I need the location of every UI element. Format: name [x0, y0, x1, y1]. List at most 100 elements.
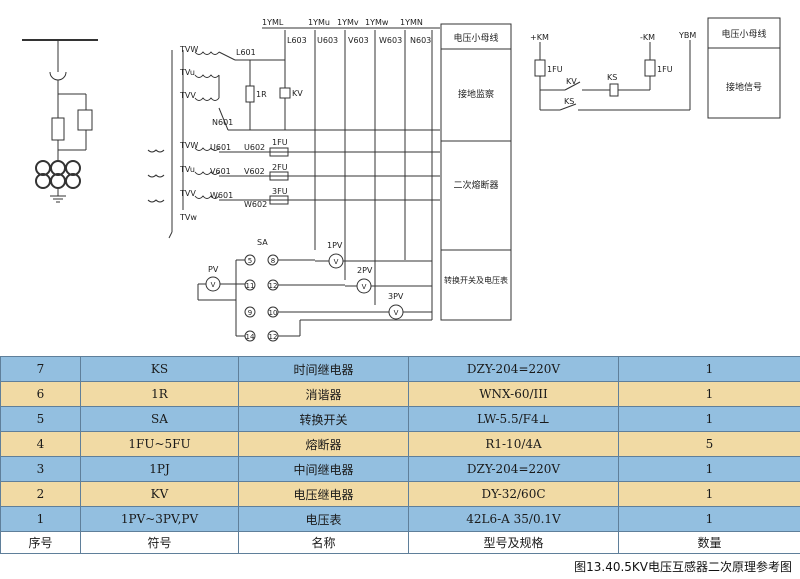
label-l601: L601 [236, 48, 256, 57]
row-number: 1 [0, 506, 81, 532]
table-header-row: 序号 符号 名称 型号及规格 数量 [0, 531, 800, 554]
row-number: 5 [0, 406, 81, 432]
label-ybm: YBM [678, 31, 696, 40]
row-name: 时间继电器 [238, 356, 409, 382]
label-relay-ks: KS [607, 73, 617, 82]
row-name: 电压继电器 [238, 481, 409, 507]
box1-cell-3: 二次熔断器 [453, 179, 498, 191]
row-name: 熔断器 [238, 431, 409, 457]
bus-label-1ymv: 1YMv [337, 18, 359, 27]
row-spec: DZY-204=220V [408, 356, 619, 382]
row-spec: LW-5.5/F4⊥ [408, 406, 619, 432]
row-number: 7 [0, 356, 81, 382]
label-tvv-2: TVV [179, 189, 196, 198]
header-qty: 数量 [618, 531, 800, 554]
function-box-1 [440, 23, 512, 321]
box1-cell-4: 转换开关及电压表 [444, 275, 508, 285]
parts-list-table: 7 KS 时间继电器 DZY-204=220V 1 6 1R 消谐器 WNX-6… [0, 356, 800, 554]
arrester-symbol [77, 109, 93, 131]
label-1r: 1R [256, 90, 267, 99]
function-box-2 [707, 17, 781, 119]
header-name: 名称 [238, 531, 409, 554]
row-qty: 1 [618, 356, 800, 382]
label-2pv: 2PV [357, 266, 373, 275]
row-number: 4 [0, 431, 81, 457]
pt-transformer-symbol [35, 160, 81, 189]
wire-label-u603: U603 [317, 36, 338, 45]
bus-label-1ymw: 1YMw [365, 18, 389, 27]
label-3pv: 3PV [388, 292, 404, 301]
label-w602: W602 [244, 200, 267, 209]
wire-label-w603: W603 [379, 36, 402, 45]
row-name: 消谐器 [238, 381, 409, 407]
table-row: 1 1PV~3PV,PV 电压表 42L6-A 35/0.1V 1 [0, 506, 800, 532]
pv-symbol-label: V [211, 281, 216, 289]
row-name: 电压表 [238, 506, 409, 532]
label-3fu: 3FU [272, 187, 288, 196]
sa-contact-label: 12 [269, 282, 278, 290]
row-name: 转换开关 [238, 406, 409, 432]
label-relay-1fu: 1FU [547, 65, 563, 74]
row-spec: WNX-60/III [408, 381, 619, 407]
label-2fu: 2FU [272, 163, 288, 172]
switch-sa-contacts [244, 254, 279, 342]
label-w601: W601 [210, 191, 233, 200]
fuse-2fu [269, 171, 289, 181]
label-kv: KV [292, 89, 303, 98]
label-1pv: 1PV [327, 241, 343, 250]
row-symbol: KV [80, 481, 239, 507]
box2-cell-2: 接地信号 [726, 81, 762, 93]
3pv-symbol-label: V [394, 309, 399, 317]
row-qty: 5 [618, 431, 800, 457]
row-number: 6 [0, 381, 81, 407]
relay-fuse-a [534, 59, 546, 77]
row-symbol: 1PV~3PV,PV [80, 506, 239, 532]
fuse-3fu [269, 195, 289, 205]
2pv-symbol-label: V [362, 283, 367, 291]
table-row: 6 1R 消谐器 WNX-60/III 1 [0, 381, 800, 407]
row-spec: DZY-204=220V [408, 456, 619, 482]
row-symbol: KS [80, 356, 239, 382]
bus-label-1yml: 1YML [262, 18, 284, 27]
table-row: 7 KS 时间继电器 DZY-204=220V 1 [0, 356, 800, 382]
box2-cell-1: 电压小母线 [721, 28, 766, 40]
sa-contact-label: 11 [246, 282, 255, 290]
table-row: 5 SA 转换开关 LW-5.5/F4⊥ 1 [0, 406, 800, 432]
disconnector-symbol [49, 71, 67, 81]
label-tvu: TVu [179, 68, 195, 77]
label-v602: V602 [244, 167, 265, 176]
table-row: 2 KV 电压继电器 DY-32/60C 1 [0, 481, 800, 507]
label-u601: U601 [210, 143, 231, 152]
label-1fu: 1FU [272, 138, 288, 147]
row-symbol: 1PJ [80, 456, 239, 482]
resistor-1r [245, 85, 255, 103]
table-row: 3 1PJ 中间继电器 DZY-204=220V 1 [0, 456, 800, 482]
sa-contact-label: 14 [246, 333, 255, 341]
sa-contact-label: 5 [248, 257, 252, 265]
relay-ks-coil [609, 83, 619, 97]
row-spec: 42L6-A 35/0.1V [408, 506, 619, 532]
wire-label-l603: L603 [287, 36, 307, 45]
schematic-diagram: 1YML 1YMu 1YMv 1YMw 1YMN L603 U603 V603 … [22, 17, 781, 342]
bus-label-1ymn: 1YMN [400, 18, 423, 27]
header-symbol: 符号 [80, 531, 239, 554]
fuse-1fu [269, 147, 289, 157]
label-tvu-2: TVu [179, 165, 195, 174]
bus-label-1ymu: 1YMu [308, 18, 330, 27]
label-minus-km: -KM [640, 33, 655, 42]
row-qty: 1 [618, 381, 800, 407]
header-number: 序号 [0, 531, 81, 554]
sa-contact-label: 8 [271, 257, 275, 265]
label-tvw-2: TVW [179, 141, 198, 150]
row-number: 2 [0, 481, 81, 507]
figure-caption: 图13.40.5KV电压互感器二次原理参考图 [574, 560, 792, 574]
label-sa: SA [257, 238, 268, 247]
row-qty: 1 [618, 406, 800, 432]
row-symbol: 1FU~5FU [80, 431, 239, 457]
label-tvw: TVW [179, 45, 198, 54]
row-spec: R1-10/4A [408, 431, 619, 457]
wire-label-n603: N603 [410, 36, 431, 45]
row-spec: DY-32/60C [408, 481, 619, 507]
secondary-windings [147, 51, 220, 203]
row-symbol: 1R [80, 381, 239, 407]
